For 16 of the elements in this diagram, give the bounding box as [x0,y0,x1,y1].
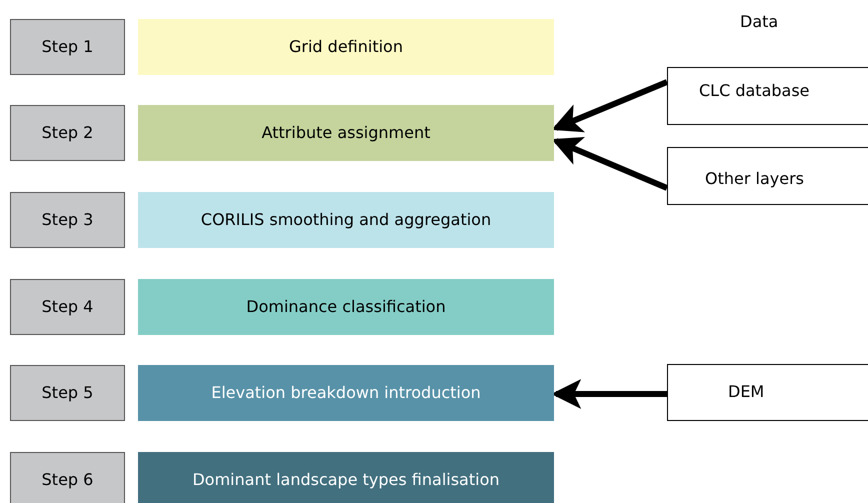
process-box: CORILIS smoothing and aggregation [138,192,554,248]
column-heading: Data [740,11,778,33]
process-box: Attribute assignment [138,105,554,161]
data-box: Other layers [667,147,868,205]
process-box: Elevation breakdown introduction [138,365,554,421]
step-box: Step 2 [10,105,125,161]
process-box: Dominant landscape types finalisation [138,452,554,503]
data-box: CLC database [667,67,868,125]
step-box: Step 5 [10,365,125,421]
data-box: DEM [667,364,868,421]
step-box: Step 6 [10,452,125,503]
process-box: Grid definition [138,19,554,75]
step-box: Step 3 [10,192,125,248]
process-box: Dominance classification [138,279,554,335]
step-box: Step 4 [10,279,125,335]
step-box: Step 1 [10,19,125,75]
